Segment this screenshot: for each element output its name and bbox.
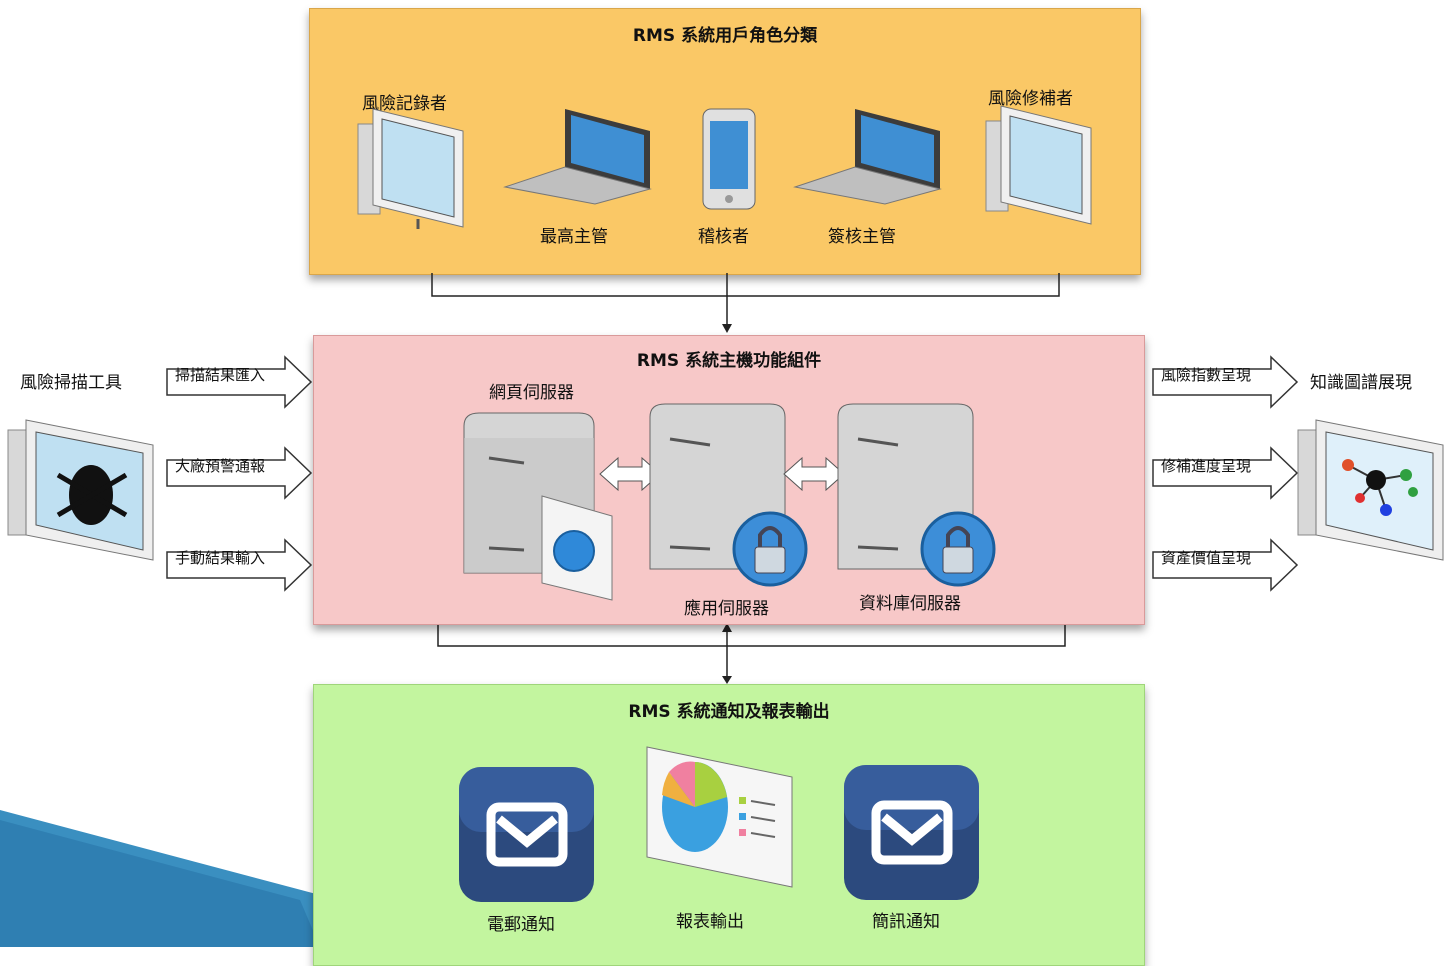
- email-notification-label: 電郵通知: [487, 915, 555, 935]
- sms-notification-label: 簡訊通知: [872, 912, 940, 932]
- scan-tool-label: 風險掃描工具: [20, 373, 122, 393]
- laptop-icon: [503, 109, 652, 205]
- laptop-icon: [793, 109, 942, 205]
- notification-output-title: RMS 系統通知及報表輸出: [628, 702, 830, 722]
- role-label-top-manager: 最高主管: [540, 227, 608, 247]
- knowledge-graph-monitor-icon: [1297, 419, 1444, 561]
- report-output-label: 報表輸出: [676, 912, 744, 932]
- role-label-auditor: 稽核者: [698, 227, 749, 247]
- role-label-risk-fixer: 風險修補者: [988, 89, 1073, 109]
- host-components-panel: RMS 系統主機功能組件 網頁伺服器 應用伺服器 資料庫伺服器: [313, 335, 1145, 625]
- email-icon: [459, 767, 594, 902]
- report-chart-icon: [646, 746, 793, 888]
- tablet-icon: [702, 108, 756, 210]
- user-roles-title: RMS 系統用戶角色分類: [632, 26, 818, 46]
- input-label-scan-results: 掃描結果匯入: [175, 366, 266, 384]
- desktop-icon: [357, 108, 464, 229]
- role-label-approver: 簽核主管: [828, 227, 896, 247]
- knowledge-graph-label: 知識圖譜展現: [1310, 373, 1412, 393]
- notification-output-panel: RMS 系統通知及報表輸出 電郵通知 報表輸出 簡訊通知: [313, 684, 1145, 966]
- host-components-title: RMS 系統主機功能組件: [636, 351, 822, 371]
- input-label-vendor-alerts: 大廠預警通報: [175, 457, 266, 475]
- sms-icon: [844, 765, 979, 900]
- app-server-icon: [649, 403, 808, 587]
- scan-tool-monitor-icon: [7, 419, 154, 561]
- user-roles-panel: RMS 系統用戶角色分類 風險記錄者 最高主管 稽核者 簽核主管 風險修補者: [309, 8, 1141, 275]
- decorative-swoosh: [0, 810, 320, 947]
- database-server-icon: [837, 403, 996, 587]
- output-label-asset-value: 資產價值呈現: [1161, 549, 1252, 567]
- web-server-label: 網頁伺服器: [489, 383, 574, 403]
- output-label-risk-index: 風險指數呈現: [1161, 366, 1252, 384]
- desktop-icon: [985, 105, 1092, 225]
- database-server-label: 資料庫伺服器: [859, 594, 961, 614]
- output-label-fix-progress: 修補進度呈現: [1161, 457, 1252, 475]
- app-server-label: 應用伺服器: [684, 599, 769, 619]
- bidirectional-arrow-app-db: [783, 456, 845, 492]
- input-label-manual-entry: 手動結果輸入: [175, 549, 266, 567]
- role-label-risk-recorder: 風險記錄者: [362, 94, 447, 114]
- web-server-icon: [463, 412, 613, 601]
